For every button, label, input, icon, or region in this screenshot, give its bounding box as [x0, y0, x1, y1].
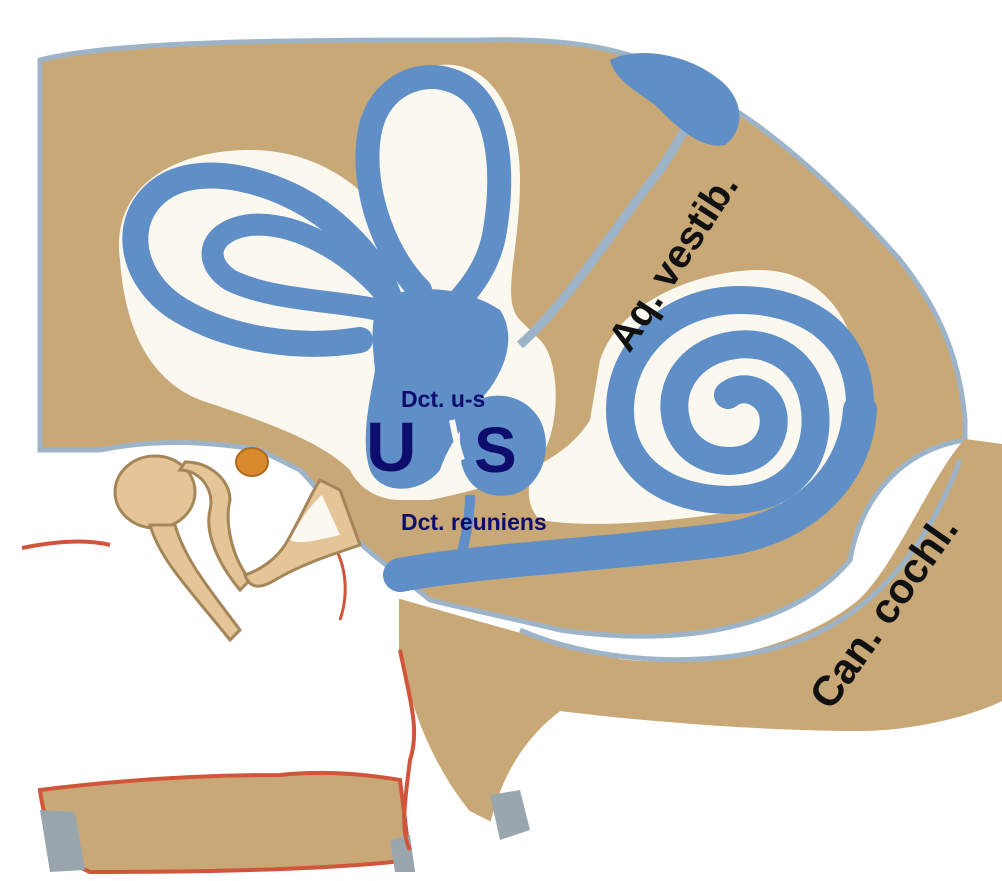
- orange-nodule: [236, 448, 268, 476]
- label-ductus-reuniens: Dct. reuniens: [401, 509, 547, 536]
- label-sacculus: S: [474, 418, 517, 482]
- tympanic-floor: [40, 773, 410, 872]
- periosteum-tip-right: [490, 790, 530, 840]
- label-utriculus: U: [366, 412, 417, 482]
- periosteum-tip-bottom: [390, 835, 415, 872]
- periosteum-red-edge-left: [22, 542, 110, 548]
- ossicles[interactable]: [115, 456, 360, 640]
